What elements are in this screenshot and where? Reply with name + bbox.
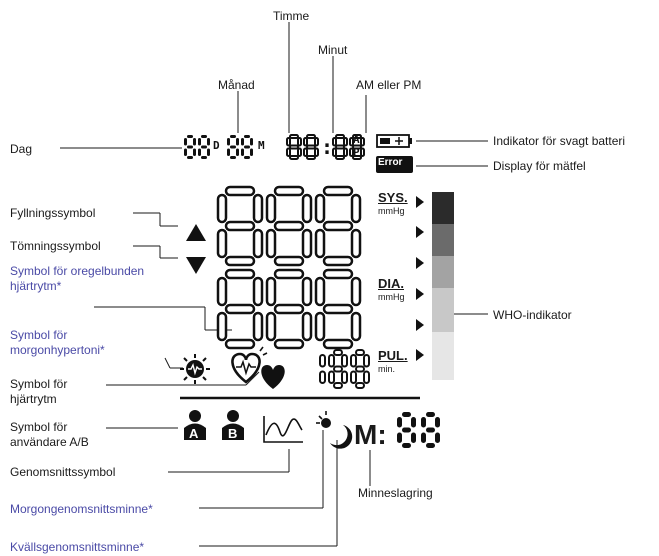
pul-digit: [319, 354, 326, 384]
who-level-segment: [432, 332, 454, 380]
pul-label: PUL.: [378, 348, 408, 363]
who-pointer-arrows: [416, 196, 424, 361]
date-month-digit: [227, 135, 239, 159]
fill-arrow-icon: [186, 224, 206, 241]
label-dag: Dag: [10, 142, 33, 156]
label-hjartrytm-line1: Symbol för: [10, 377, 68, 391]
average-wave-icon: [263, 416, 303, 443]
dia-digit: [314, 268, 362, 350]
label-manad: Månad: [218, 78, 255, 92]
dia-digit: [216, 268, 264, 350]
pm-indicator: P: [353, 146, 360, 159]
label-morgon-line1: Symbol för: [10, 328, 68, 342]
am-indicator: A: [353, 133, 360, 146]
date-month-digit: [241, 135, 253, 159]
battery-icon: [376, 134, 412, 148]
user-b-icon: [222, 410, 244, 440]
memory-prefix: M:: [354, 419, 387, 450]
month-marker: M: [258, 139, 265, 152]
who-level-segment: [432, 192, 454, 224]
dia-label: DIA.: [378, 276, 404, 291]
label-matfel: Display för mätfel: [493, 159, 586, 173]
error-text: Error: [378, 157, 403, 168]
label-minneslagring: Minneslagring: [358, 486, 433, 500]
leader-lines: [60, 22, 488, 547]
dia-digit: [265, 268, 313, 350]
seven-segment-digits: [184, 134, 440, 448]
user-a-icon: [184, 410, 206, 440]
label-minut: Minut: [318, 43, 348, 57]
sys-digit: [216, 185, 264, 267]
irregular-heartbeat-icon: [231, 346, 268, 384]
sys-label: SYS.: [378, 190, 408, 205]
sys-digit: [314, 185, 362, 267]
user-a-letter: A: [189, 426, 199, 441]
pul-digit: [350, 349, 370, 389]
label-who: WHO-indikator: [493, 308, 572, 322]
user-b-letter: B: [228, 426, 238, 441]
who-indicator-bar: [432, 192, 454, 380]
date-day-digit: [198, 135, 210, 159]
day-marker: D: [213, 139, 220, 152]
sys-digit: [265, 185, 313, 267]
time-minute-digit: [349, 134, 365, 160]
label-anvandare-line1: Symbol för: [10, 420, 68, 434]
heart-icon: [261, 365, 285, 389]
who-level-segment: [432, 224, 454, 256]
who-level-segment: [432, 256, 454, 288]
time-hour-digit: [286, 134, 302, 160]
label-morgon-line2: morgonhypertoni*: [10, 343, 105, 357]
time-minute-digit: [332, 134, 348, 160]
label-am-pm: AM eller PM: [356, 78, 422, 92]
error-box: [376, 156, 413, 173]
label-anvandare-line2: användare A/B: [10, 435, 89, 449]
label-morgongenomsnitt: Morgongenomsnittsminne*: [10, 502, 153, 516]
label-oregelbunden-line1: Symbol för oregelbunden: [10, 264, 145, 278]
label-hjartrytm-line2: hjärtrytm: [10, 392, 57, 406]
label-tomning: Tömningssymbol: [10, 239, 101, 253]
label-kvallsgenomsnitt: Kvällsgenomsnittsminne*: [10, 540, 145, 554]
label-fyllning: Fyllningssymbol: [10, 206, 96, 220]
label-genomsnitt: Genomsnittssymbol: [10, 465, 116, 479]
label-oregelbunden-line2: hjärtrytm*: [10, 279, 62, 293]
pul-digit: [328, 349, 348, 389]
date-day-digit: [184, 135, 196, 159]
who-level-segment: [432, 288, 454, 332]
time-colon: :: [321, 135, 334, 159]
dia-unit: mmHg: [378, 292, 405, 302]
moon-icon: [316, 411, 353, 449]
label-batteri: Indikator för svagt batteri: [493, 134, 626, 148]
memory-digit: [421, 412, 440, 448]
label-timme: Timme: [273, 9, 310, 23]
deflate-arrow-icon: [186, 257, 206, 274]
sun-icon: [180, 354, 210, 384]
memory-digit: [397, 412, 416, 448]
sys-unit: mmHg: [378, 206, 405, 216]
pul-unit: min.: [378, 364, 396, 374]
time-hour-digit: [303, 134, 319, 160]
